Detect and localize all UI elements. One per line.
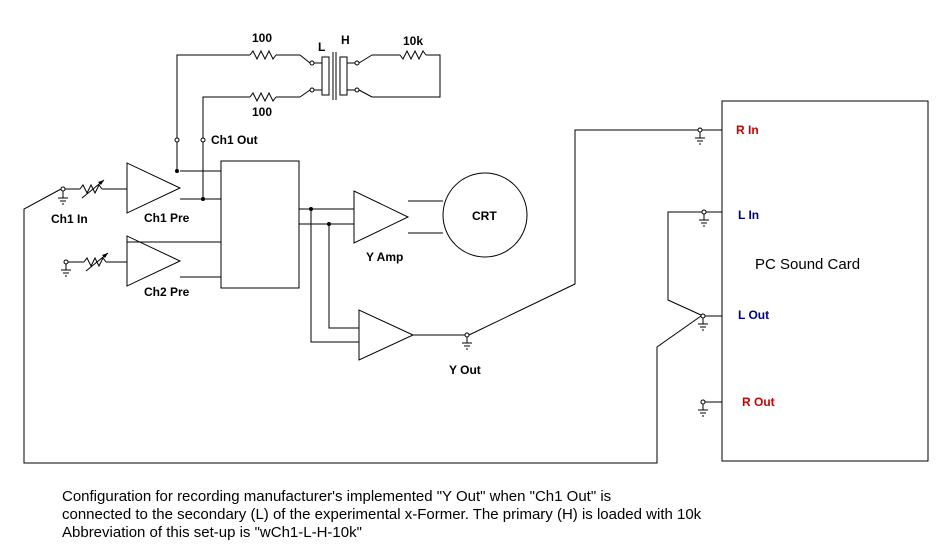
ch2-potentiometer — [83, 256, 107, 268]
label-l-in: L In — [738, 208, 759, 222]
r-out-terminal — [700, 399, 706, 405]
ch1-potentiometer — [79, 183, 103, 195]
caption-line-2: connected to the secondary (L) of the ex… — [62, 506, 702, 523]
pc-sound-card — [721, 100, 929, 462]
resistor-100-top — [249, 49, 277, 61]
label-ch1-out: Ch1 Out — [211, 133, 258, 147]
ch1-out-transformer-network — [176, 49, 441, 199]
l-in-terminal — [701, 209, 707, 215]
label-xfmr-h: H — [341, 33, 350, 47]
label-crt: CRT — [472, 209, 497, 223]
transformer — [314, 52, 360, 100]
ch1-input-stage — [58, 162, 182, 214]
channel-switch-block — [220, 160, 300, 289]
label-r-out: R Out — [742, 395, 775, 409]
ch1-out-terminal-right — [200, 137, 206, 143]
label-ch2-pre: Ch2 Pre — [144, 285, 190, 299]
label-xfmr-l: L — [318, 40, 325, 54]
y-amplifier — [353, 190, 410, 244]
ch1-out-terminal-left — [174, 137, 180, 143]
caption-line-1: Configuration for recording manufacturer… — [62, 488, 612, 505]
caption: Configuration for recording manufacturer… — [62, 488, 701, 542]
label-ch1-in: Ch1 In — [51, 212, 88, 226]
label-y-out: Y Out — [449, 363, 481, 377]
ch1-pre-amplifier — [126, 162, 182, 214]
resistor-100-bottom — [249, 91, 277, 103]
crt-display — [442, 172, 528, 258]
y-out-amplifier — [358, 309, 415, 361]
resistor-10k — [399, 49, 427, 61]
ch2-input-stage — [61, 235, 182, 287]
label-r-bottom: 100 — [252, 105, 272, 119]
label-r-in: R In — [736, 123, 759, 137]
label-r-top: 100 — [252, 31, 272, 45]
label-ch1-pre: Ch1 Pre — [144, 211, 190, 225]
l-out-terminal — [700, 313, 706, 319]
label-l-out: L Out — [738, 308, 769, 322]
label-sound-card: PC Sound Card — [755, 256, 860, 273]
caption-line-3: Abbreviation of this set-up is "wCh1-L-H… — [62, 524, 362, 541]
y-out-terminal — [464, 332, 470, 338]
r-in-terminal — [697, 127, 703, 133]
ch2-pre-amplifier — [126, 235, 182, 287]
label-y-amp: Y Amp — [366, 250, 403, 264]
label-r-load: 10k — [403, 34, 423, 48]
